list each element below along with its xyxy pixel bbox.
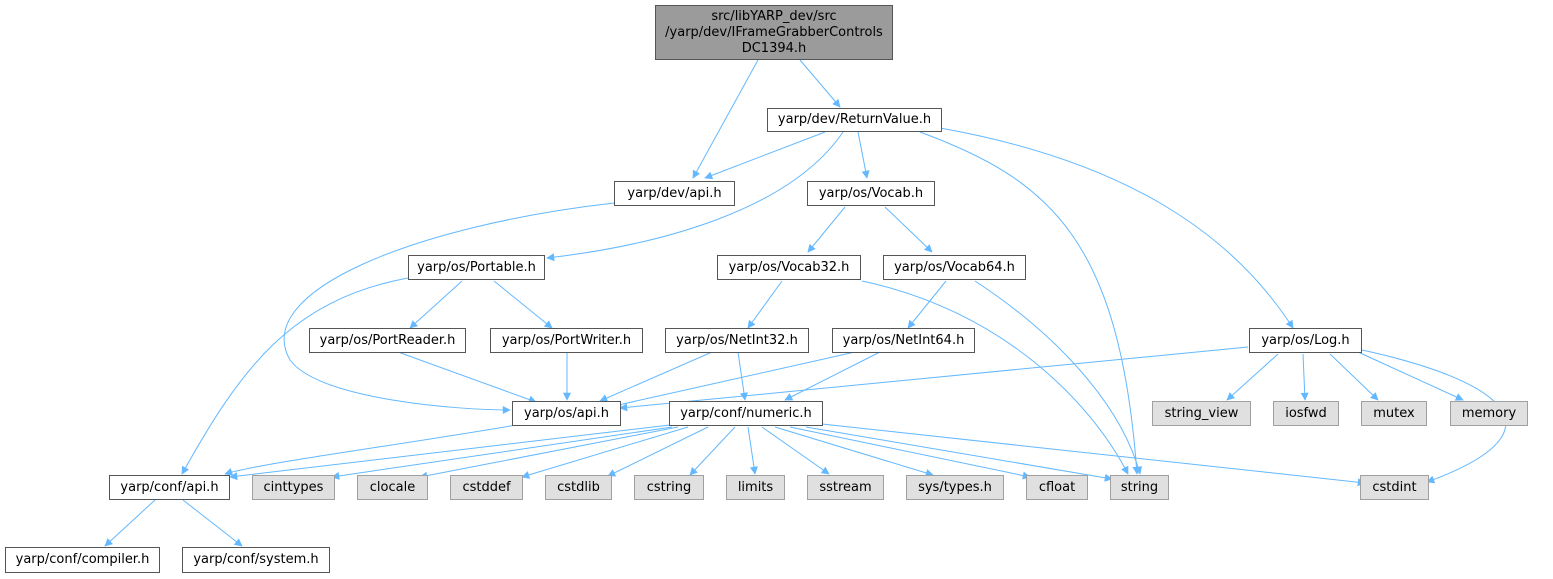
edge-numeric-sstream — [761, 426, 830, 475]
node-cstring: cstring — [634, 475, 704, 500]
edge-confapi-compiler — [104, 499, 156, 547]
edge-numeric-cstring — [689, 426, 736, 476]
node-confapi[interactable]: yarp/conf/api.h — [109, 475, 230, 500]
edge-log-osapi — [619, 346, 1249, 412]
node-netint64[interactable]: yarp/os/NetInt64.h — [832, 328, 975, 353]
node-systypes: sys/types.h — [906, 475, 1004, 500]
edge-numeric-cstddef — [521, 426, 689, 479]
node-memory: memory — [1450, 401, 1528, 426]
edge-numeric-confapi — [229, 424, 671, 481]
edge-log-memory — [1357, 351, 1464, 401]
edge-numeric-cfloat — [789, 426, 1031, 480]
edge-numeric-string — [805, 426, 1113, 482]
edge-vocab-vocab32 — [807, 206, 846, 253]
edge-netint32-numeric — [737, 351, 748, 401]
edge-confapi-system — [182, 499, 243, 547]
edge-vocab64-netint64 — [907, 280, 947, 329]
node-cstdlib: cstdlib — [545, 475, 612, 500]
edge-root-devapi — [692, 59, 759, 179]
edge-portable-portwriter — [493, 280, 553, 329]
edge-returnvalue-devapi — [704, 131, 826, 180]
edge-numeric-systypes — [774, 426, 934, 477]
edge-log-iosfwd — [1300, 353, 1309, 401]
edge-returnvalue-vocab — [857, 131, 870, 179]
edge-vocab64-string — [974, 280, 1142, 475]
edge-root-returnvalue — [799, 59, 841, 108]
edge-returnvalue-portable — [546, 131, 844, 262]
node-system[interactable]: yarp/conf/system.h — [182, 547, 330, 573]
node-portwriter[interactable]: yarp/os/PortWriter.h — [490, 328, 643, 353]
edge-vocab32-string — [861, 280, 1129, 475]
edge-log-mutex — [1329, 353, 1379, 401]
node-compiler[interactable]: yarp/conf/compiler.h — [5, 547, 160, 573]
node-root-file: src/libYARP_dev/src /yarp/dev/IFrameGrab… — [655, 5, 893, 60]
node-numeric[interactable]: yarp/conf/numeric.h — [669, 401, 823, 426]
node-sstream: sstream — [807, 475, 884, 500]
node-vocab64[interactable]: yarp/os/Vocab64.h — [883, 255, 1026, 280]
edge-netint64-numeric — [784, 351, 881, 401]
node-vocab[interactable]: yarp/os/Vocab.h — [807, 181, 935, 206]
edge-devapi-osapi — [283, 202, 615, 414]
edge-numeric-cinttypes — [331, 426, 673, 480]
edge-netint32-osapi — [599, 351, 713, 402]
node-string_view: string_view — [1152, 401, 1251, 426]
edge-portable-portreader — [409, 280, 463, 329]
edge-numeric-cstdlib — [607, 426, 709, 477]
edge-returnvalue-log — [939, 127, 1294, 329]
node-log[interactable]: yarp/os/Log.h — [1249, 328, 1362, 353]
node-osapi[interactable]: yarp/os/api.h — [512, 401, 621, 426]
node-netint32[interactable]: yarp/os/NetInt32.h — [665, 328, 809, 353]
edge-vocab-vocab64 — [884, 206, 933, 253]
node-cstddef: cstddef — [450, 475, 523, 500]
edge-numeric-cstdint — [821, 423, 1366, 487]
edge-numeric-clocale — [419, 426, 679, 480]
edge-vocab32-netint32 — [747, 280, 783, 329]
node-cstdint: cstdint — [1360, 475, 1429, 500]
node-portable[interactable]: yarp/os/Portable.h — [408, 255, 545, 280]
node-devapi[interactable]: yarp/dev/api.h — [614, 181, 735, 206]
edge-numeric-limits — [747, 426, 758, 475]
node-limits: limits — [726, 475, 785, 500]
node-clocale: clocale — [357, 475, 428, 500]
edge-portable-confapi — [181, 277, 409, 475]
node-cfloat: cfloat — [1026, 475, 1088, 500]
edge-portreader-osapi — [397, 351, 537, 404]
node-portreader[interactable]: yarp/os/PortReader.h — [309, 328, 466, 353]
node-string: string — [1110, 475, 1169, 500]
node-cinttypes: cinttypes — [252, 475, 335, 500]
edge-osapi-confapi — [224, 424, 517, 476]
edge-log-string_view — [1226, 353, 1279, 401]
node-returnvalue[interactable]: yarp/dev/ReturnValue.h — [767, 108, 942, 132]
node-vocab32[interactable]: yarp/os/Vocab32.h — [717, 255, 861, 280]
node-mutex: mutex — [1361, 401, 1427, 426]
edge-returnvalue-string — [919, 131, 1141, 475]
node-iosfwd: iosfwd — [1273, 401, 1339, 426]
edge-netint64-osapi — [613, 351, 856, 409]
